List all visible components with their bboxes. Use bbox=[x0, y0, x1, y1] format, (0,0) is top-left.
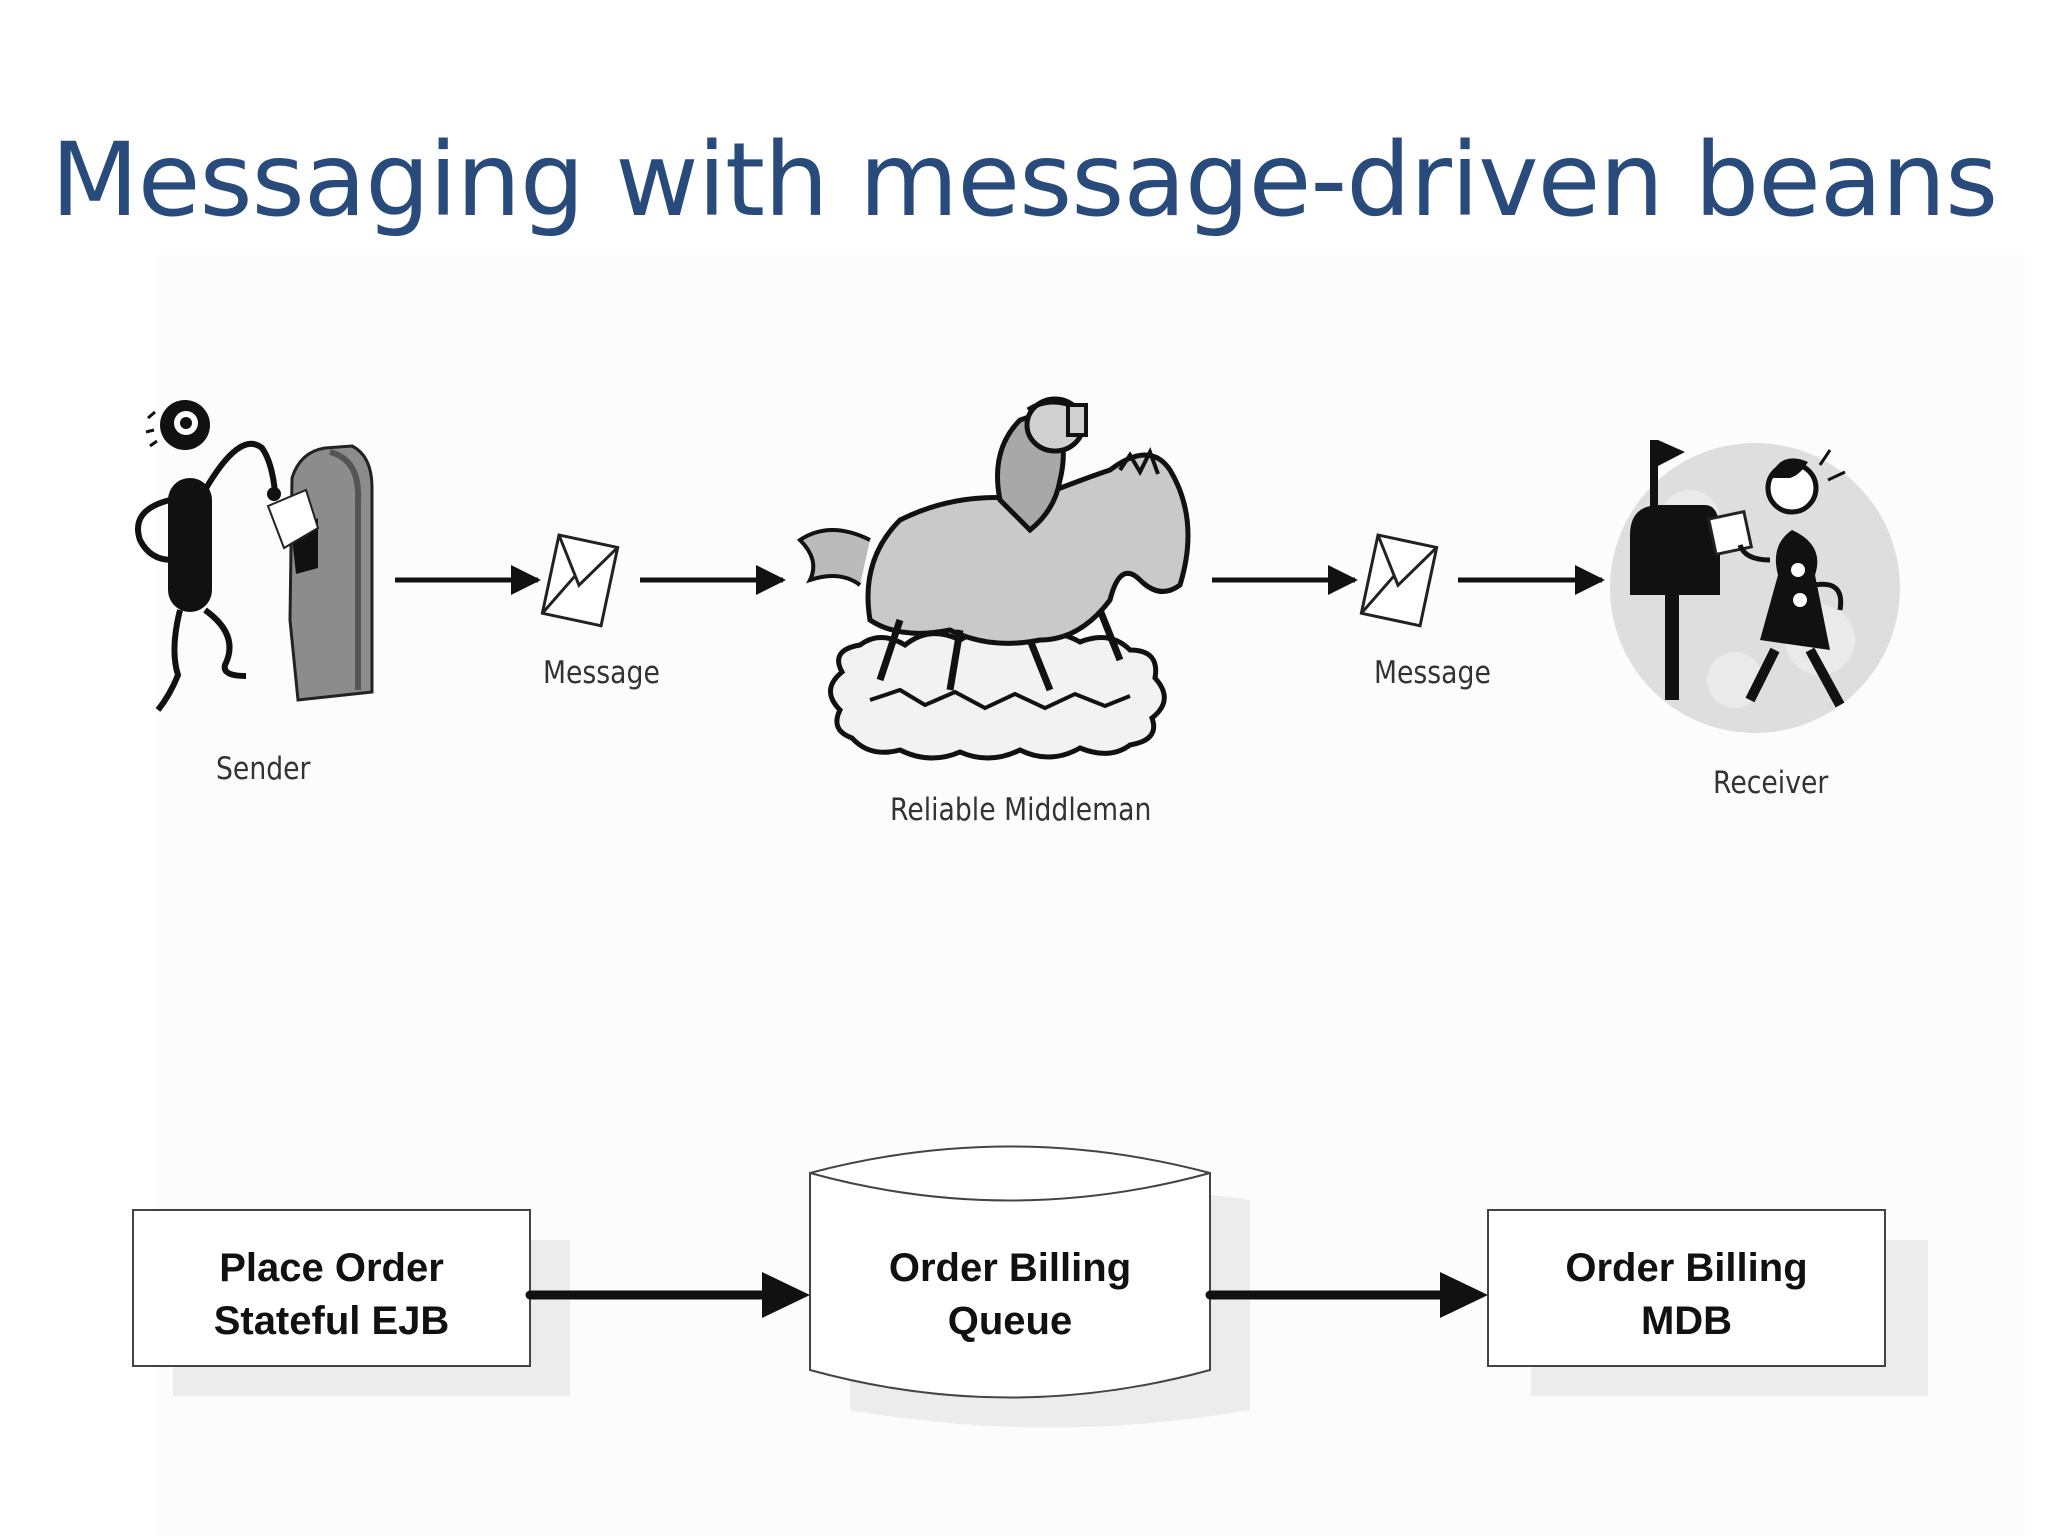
place-order-box-label: Place Order Stateful EJB bbox=[133, 1242, 530, 1348]
envelope-icon bbox=[1359, 533, 1439, 628]
arrow-head-icon bbox=[1440, 1272, 1488, 1318]
message-label: Message bbox=[543, 655, 660, 691]
slide-title: Messaging with message-driven beans bbox=[50, 121, 1998, 240]
place-order-box bbox=[132, 1209, 531, 1367]
order-billing-mdb-label: Order Billing MDB bbox=[1488, 1242, 1885, 1348]
envelope-icon bbox=[540, 533, 620, 628]
box-label-line: Order Billing bbox=[1565, 1246, 1808, 1290]
order-billing-queue-cylinder bbox=[809, 1145, 1211, 1399]
sender-clipart-icon bbox=[135, 400, 374, 712]
box-label-line: Queue bbox=[947, 1299, 1073, 1343]
sender-label: Sender bbox=[216, 751, 311, 787]
middleman-label: Reliable Middleman bbox=[890, 792, 1152, 828]
receiver-clipart-icon bbox=[1610, 440, 1900, 733]
order-billing-mdb-box bbox=[1487, 1209, 1886, 1367]
box-label-line: Order Billing bbox=[888, 1246, 1132, 1290]
arrow-head-icon bbox=[762, 1272, 810, 1318]
box-label-line: MDB bbox=[1640, 1299, 1733, 1343]
message-label: Message bbox=[1374, 655, 1491, 691]
middleman-horse-rider-clipart-icon bbox=[796, 396, 1191, 761]
queue-top-curve bbox=[809, 1172, 1211, 1202]
queue-label: Order Billing Queue bbox=[810, 1242, 1210, 1348]
box-label-line: Place Order bbox=[219, 1246, 444, 1290]
box-label-line: Stateful EJB bbox=[213, 1299, 450, 1343]
receiver-label: Receiver bbox=[1713, 765, 1829, 801]
